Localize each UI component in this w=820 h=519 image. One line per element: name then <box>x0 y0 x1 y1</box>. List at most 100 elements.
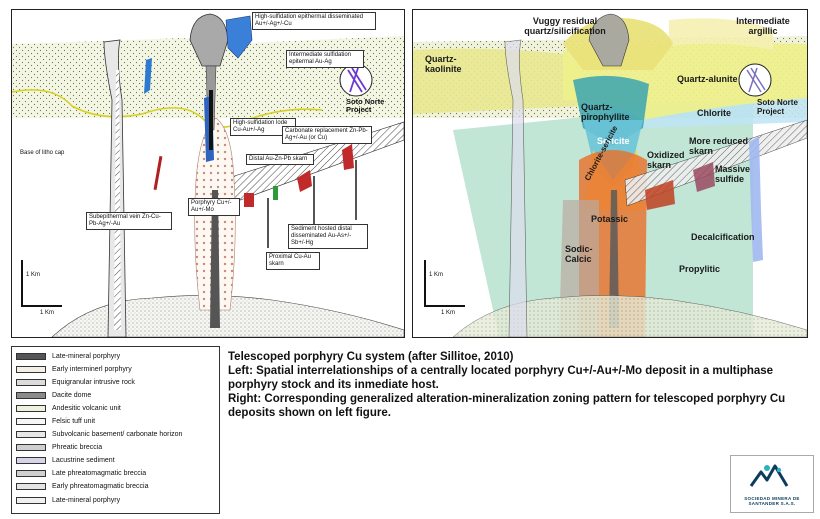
carbonate-replacement-red <box>297 170 312 192</box>
label-porphyry: Porphyry Cu+/-Au+/-Mo <box>188 198 240 216</box>
equigranular-intrusive-right <box>452 295 807 337</box>
legend-swatch <box>16 443 46 451</box>
legend-label: Late-mineral porphyry <box>52 352 121 360</box>
base-lithocap-line <box>12 89 323 128</box>
legend-row: Equigranular intrusive rock <box>16 377 135 387</box>
label-distal-skarn: Distal Au-Zn-Pb skarn <box>246 154 314 165</box>
scale-bar <box>21 260 62 307</box>
lacustrine-veins-right <box>746 67 766 93</box>
mountain-logo-icon <box>749 464 789 487</box>
label-sediment-hosted: Sediment hosted distal disseminated Au-A… <box>288 224 368 249</box>
left-geology-panel: High-sulfidation epithermal disseminated… <box>11 9 405 338</box>
company-logo: SOCIEDAD MINERA DE SANTANDER S.A.S. <box>730 455 814 513</box>
legend-swatch <box>16 417 46 425</box>
reduced-skarn-zone <box>693 162 715 192</box>
right-alteration-panel: Vuggy residual quartz/silicification Int… <box>412 9 808 338</box>
label-quartz-alunite: Quartz-alunite <box>677 74 738 84</box>
label-quartz-pyrophyllite: Quartz-pirophyllite <box>581 102 630 122</box>
subepithermal-vein-red <box>153 156 163 191</box>
legend-swatch <box>16 456 46 464</box>
epithermal-body-blue <box>225 15 253 59</box>
legend-row: Subvolcanic basement/ carbonate horizon <box>16 429 182 439</box>
massive-sulfide-zone <box>749 136 763 262</box>
quartz-kaolinite-zone <box>413 48 586 114</box>
high-sulf-lode-dark <box>209 90 213 150</box>
logo-text: SOCIEDAD MINERA DE SANTANDER S.A.S. <box>744 496 800 506</box>
label-scale-vertical: 1 Km <box>26 272 41 278</box>
legend-swatch <box>16 391 46 399</box>
label-sodic-calcic: Sodic-Calcic <box>565 244 593 264</box>
legend-label: Dacite dome <box>52 391 92 399</box>
label-massive-sulfide: Massive sulfide <box>715 164 751 184</box>
label-scale-vertical-right: 1 Km <box>429 272 444 278</box>
legend-swatch <box>16 378 46 386</box>
legend-row: Felsic tuff unit <box>16 416 95 426</box>
legend-row: Late phreatomagmatic breccia <box>16 468 146 478</box>
legend-row: Late-mineral porphyry <box>16 495 120 505</box>
label-base-litho-cap: Base of litho cap <box>20 150 65 156</box>
distal-skarn-red <box>244 193 254 207</box>
caption-left-description: Left: Spatial interrelationships of a ce… <box>228 365 774 391</box>
legend-swatch <box>16 365 46 373</box>
legend-row: Andesitic volcanic unit <box>16 403 121 413</box>
legend-label: Late phreatomagmatic breccia <box>52 469 147 477</box>
legend-label: Early interminerl porphyry <box>52 365 132 373</box>
legend-row: Early phreatomagmatic breccia <box>16 481 149 491</box>
legend-swatch <box>16 482 46 490</box>
caption-right-description: Right: Corresponding generalized alterat… <box>228 393 786 419</box>
label-scale-horizontal: 1 Km <box>40 310 55 316</box>
label-soto-norte-right: Soto Norte Project <box>757 98 798 116</box>
caption: Telescoped porphyry Cu system (after Sil… <box>228 350 788 420</box>
label-proximal-skarn: Proximal Cu-Au skarn <box>266 252 320 270</box>
label-subepithermal-vein: Subepithermal vein Zn-Cu-Pb-Ag+/-Au <box>86 212 172 230</box>
label-quartz-kaolinite: Quartz-kaolinite <box>425 54 462 74</box>
label-sericite: Sericite <box>597 136 630 146</box>
legend-row: Phreatic breccia <box>16 442 102 452</box>
legend-label: Lacustrine sediment <box>52 456 115 464</box>
legend-label: Late-mineral porphyry <box>52 496 121 504</box>
label-intermediate-sulf: Intermediate sulfidation epitermal Au-Ag <box>286 50 364 68</box>
lacustrine-circle <box>339 63 373 97</box>
distal-skarn-green <box>273 186 278 200</box>
label-oxidized-skarn: Oxidized skarn <box>647 150 685 170</box>
label-more-reduced-skarn: More reduced skarn <box>689 136 749 156</box>
label-high-sulf-epithermal: High-sulfidation epithermal disseminated… <box>252 12 376 30</box>
legend-row: Late-mineral porphyry <box>16 351 120 361</box>
oxidized-skarn-zone <box>645 180 675 210</box>
caption-title: Telescoped porphyry Cu system (after Sil… <box>228 351 514 363</box>
right-alteration-drawing <box>413 10 807 337</box>
legend-label: Subvolcanic basement/ carbonate horizon <box>52 430 183 438</box>
legend-swatch <box>16 469 46 477</box>
legend-row: Dacite dome <box>16 390 91 400</box>
label-vuggy: Vuggy residual quartz/silicification <box>524 16 606 36</box>
dacite-dome-right <box>588 13 630 67</box>
label-decalcification: Decalcification <box>691 232 755 242</box>
label-high-sulf-lode: High-sulfidation lode Cu-Au+/-Ag <box>230 118 296 136</box>
legend: Late-mineral porphyry Early interminerl … <box>11 346 220 514</box>
legend-swatch <box>16 404 46 412</box>
late-mineral-porphyry-dyke <box>210 190 220 328</box>
legend-swatch <box>16 352 46 360</box>
carbonate-replacement-red-2 <box>342 144 354 170</box>
label-scale-horizontal-right: 1 Km <box>441 310 456 316</box>
breccia-pipe <box>103 39 127 337</box>
lacustrine-veins <box>347 67 367 93</box>
legend-label: Early phreatomagmatic breccia <box>52 482 149 490</box>
legend-swatch <box>16 496 46 504</box>
late-porphyry-right <box>609 190 619 328</box>
label-soto-norte: Soto Norte Project <box>346 97 385 114</box>
breccia-pipe-right <box>504 39 528 337</box>
legend-row: Lacustrine sediment <box>16 455 115 465</box>
legend-swatch <box>16 430 46 438</box>
legend-label: Equigranular intrusive rock <box>52 378 135 386</box>
label-potassic: Potassic <box>591 214 629 224</box>
legend-label: Felsic tuff unit <box>52 417 96 425</box>
legend-label: Andesitic volcanic unit <box>52 404 121 412</box>
legend-row: Early interminerl porphyry <box>16 364 132 374</box>
label-intermediate-argillic: Intermediate argillic <box>736 16 790 36</box>
intermediate-argillic-zone <box>669 18 773 50</box>
scale-bar-right <box>424 260 465 307</box>
label-propylitic: Propylitic <box>679 264 721 274</box>
breccia-pipe-core <box>114 70 121 330</box>
legend-label: Phreatic breccia <box>52 443 103 451</box>
